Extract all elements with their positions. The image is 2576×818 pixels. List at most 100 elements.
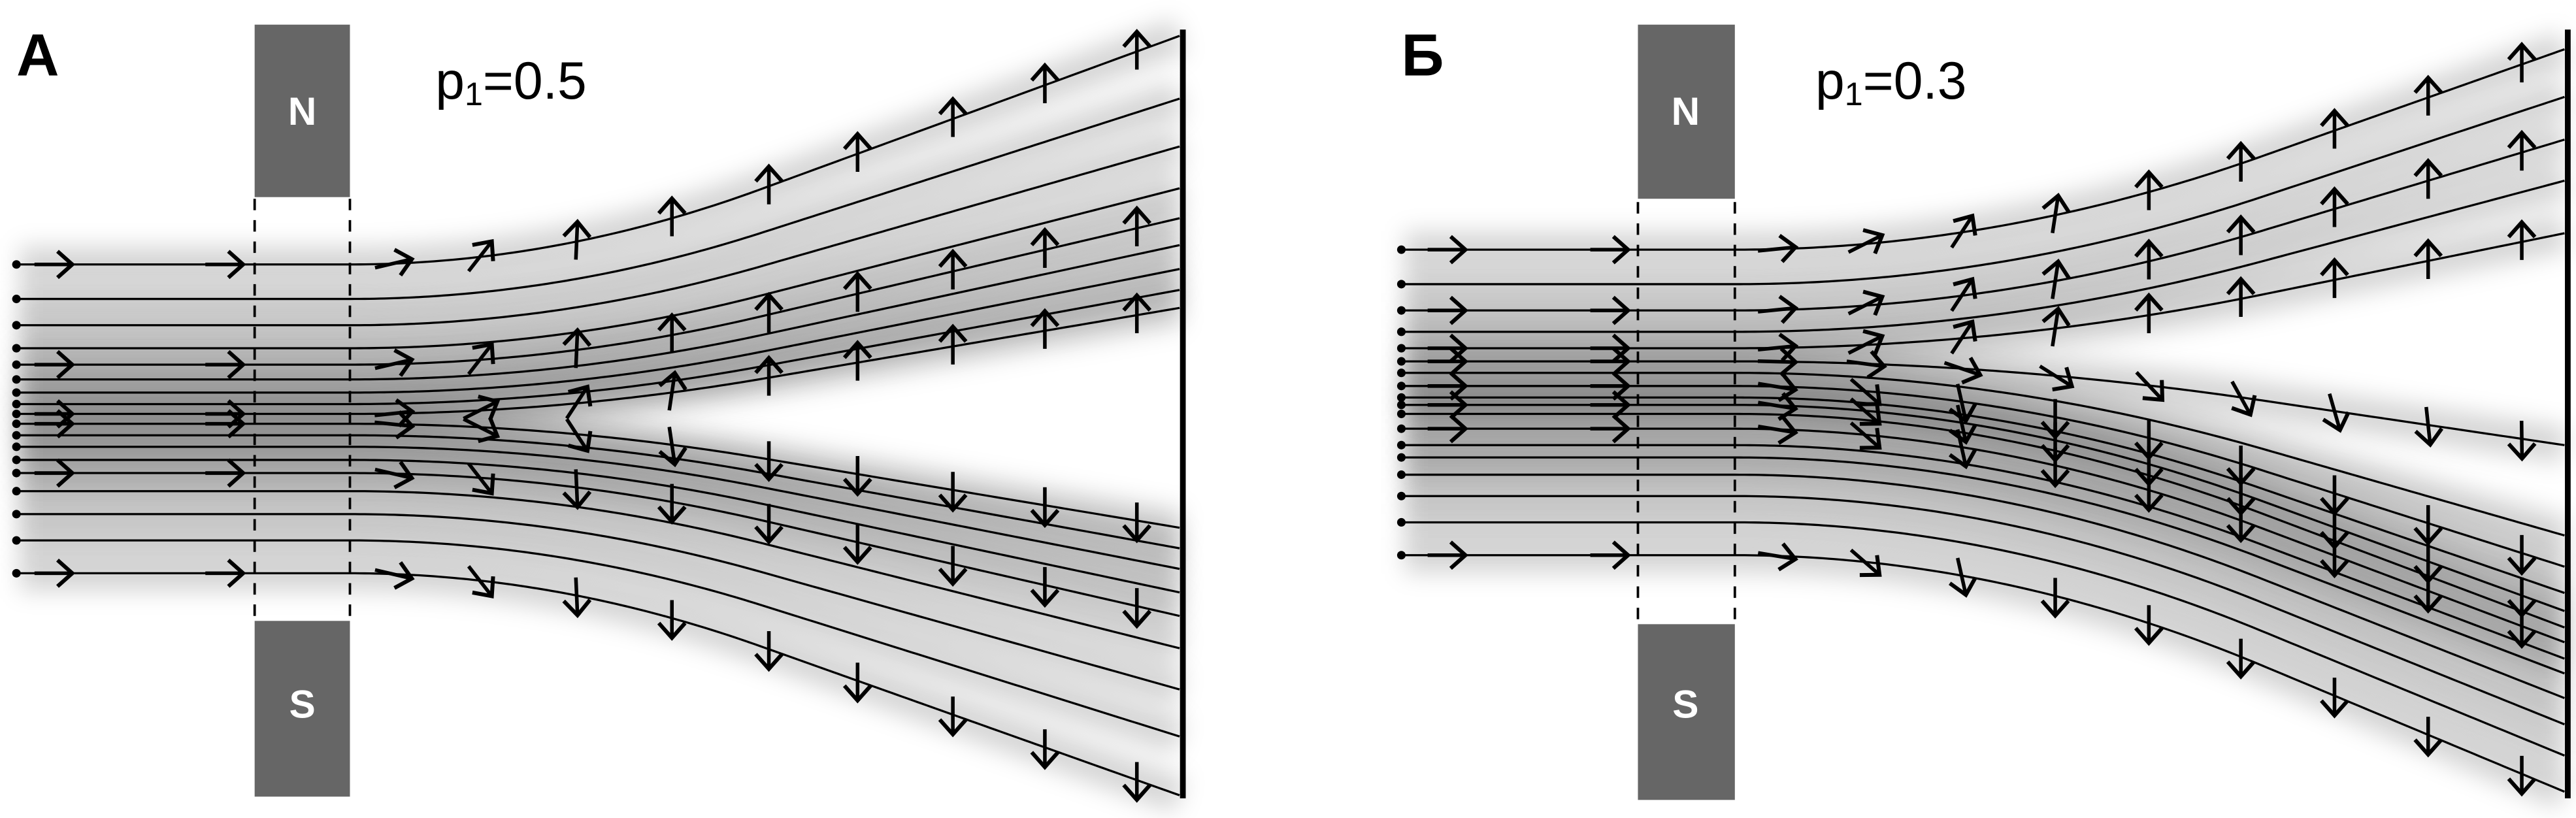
spin-arrow-icon [2320, 678, 2349, 719]
spin-arrow-icon [1950, 319, 1977, 355]
spin-arrow-icon [754, 355, 784, 396]
spin-arrow-icon [2226, 638, 2256, 680]
spin-arrow-icon [374, 348, 415, 377]
param-subscript: 1 [465, 75, 483, 112]
spin-arrow-icon [2413, 572, 2443, 614]
spin-arrow-icon [842, 340, 872, 381]
atom-trajectory [20, 446, 1180, 570]
panel-letter: Б [1401, 23, 1444, 89]
spin-arrow-icon [1427, 235, 1469, 265]
spin-arrow-icon [842, 663, 872, 704]
spin-arrow-icon [1427, 333, 1469, 363]
atom-source-dot [12, 510, 21, 519]
spin-arrow-icon [1949, 557, 1977, 598]
atom-source-dot [12, 419, 21, 429]
spin-arrow-icon [1122, 292, 1152, 334]
atom-trajectory [20, 97, 1180, 301]
atom-source-dot [12, 487, 21, 496]
atom-source-dot [12, 295, 21, 304]
spin-arrow-icon [562, 327, 592, 368]
spin-arrow-icon [1757, 416, 1798, 445]
spin-arrow-icon [1122, 588, 1152, 629]
trajectories [1396, 41, 2566, 797]
atom-source-dot [12, 375, 21, 384]
spin-arrow-icon [467, 342, 495, 376]
param-name: p [435, 52, 465, 110]
atom-trajectory [20, 268, 1180, 394]
atom-source-dot [1396, 382, 1406, 391]
spin-arrow-icon [205, 559, 246, 588]
spin-arrow-icon [754, 441, 784, 482]
spin-arrow-icon [1590, 540, 1631, 570]
atom-trajectory [20, 490, 1180, 649]
magnet-south [1638, 624, 1735, 800]
spin-arrow-icon [842, 131, 872, 172]
panel-b: N S Б p1=0.3 [1396, 23, 2572, 809]
spin-arrow-icon [2322, 393, 2351, 433]
atom-source-dot [1396, 344, 1406, 353]
atom-source-dot [12, 344, 21, 353]
spin-arrow-icon [2507, 129, 2537, 171]
atom-source-dot [1396, 440, 1406, 450]
spin-arrow-icon [565, 417, 593, 453]
atom-trajectory [1404, 495, 2566, 726]
spin-arrow-icon [754, 504, 784, 545]
spin-arrow-icon [467, 565, 495, 598]
spin-arrow-icon [34, 559, 76, 588]
spin-arrow-icon [2135, 370, 2165, 402]
spin-arrow-icon [463, 417, 501, 444]
spin-arrow-icon [2041, 258, 2071, 299]
atom-source-dot [1396, 280, 1406, 289]
magnet-north [1638, 24, 1735, 199]
spin-arrow-icon [658, 427, 687, 468]
atom-source-dot [12, 410, 21, 419]
spin-arrow-icon [1590, 333, 1631, 363]
atom-source-dot [1396, 424, 1406, 433]
spin-arrow-icon [938, 248, 968, 290]
spin-arrow-icon [2320, 257, 2349, 299]
spin-arrow-icon [34, 409, 76, 438]
atom-trajectory [1404, 95, 2565, 286]
atom-source-dot [1396, 491, 1406, 500]
spin-arrow-icon [2134, 292, 2164, 334]
spin-arrow-icon [2134, 238, 2164, 280]
spin-arrow-icon [754, 163, 784, 204]
magnet-north [254, 24, 350, 197]
atom-source-dot [12, 455, 21, 465]
spin-arrow-icon [1949, 404, 1977, 445]
param-value: =0.5 [483, 52, 587, 110]
spin-arrow-icon [2414, 406, 2443, 448]
atom-source-dot [1396, 245, 1406, 254]
spin-arrow-icon [562, 469, 592, 510]
spin-arrow-icon [1590, 235, 1631, 265]
panel-a: N S А p1=0.5 [12, 18, 1186, 813]
spin-arrow-icon [374, 410, 416, 440]
atom-trajectory [20, 244, 1180, 381]
spin-arrow-icon [2320, 108, 2349, 149]
spin-arrow-icon [205, 250, 246, 280]
spin-arrow-icon [34, 350, 76, 380]
atom-source-dot [12, 360, 21, 369]
atom-trajectory [1404, 179, 2565, 333]
atom-source-dot [12, 568, 21, 578]
spin-arrow-icon [2040, 578, 2070, 619]
spin-arrow-icon [374, 248, 415, 277]
spin-arrow-icon [205, 350, 246, 380]
spin-arrow-icon [2040, 447, 2070, 489]
spin-arrow-icon [2507, 420, 2537, 462]
param-name: p [1815, 52, 1845, 110]
spin-arrow-icon [2413, 74, 2443, 116]
spin-arrow-icon [1950, 276, 1977, 312]
atom-trajectory [1404, 412, 2565, 629]
spin-arrow-icon [1427, 295, 1469, 325]
spin-arrow-icon [842, 524, 872, 565]
spin-arrow-icon [562, 577, 592, 619]
atom-trajectory [20, 145, 1180, 327]
spin-arrow-icon [1030, 487, 1060, 529]
atom-source-dot [12, 399, 21, 408]
spin-arrow-icon [1847, 228, 1885, 255]
atom-source-dot [1396, 410, 1406, 419]
magnet-south [254, 621, 350, 797]
spin-arrow-icon [1030, 729, 1060, 770]
